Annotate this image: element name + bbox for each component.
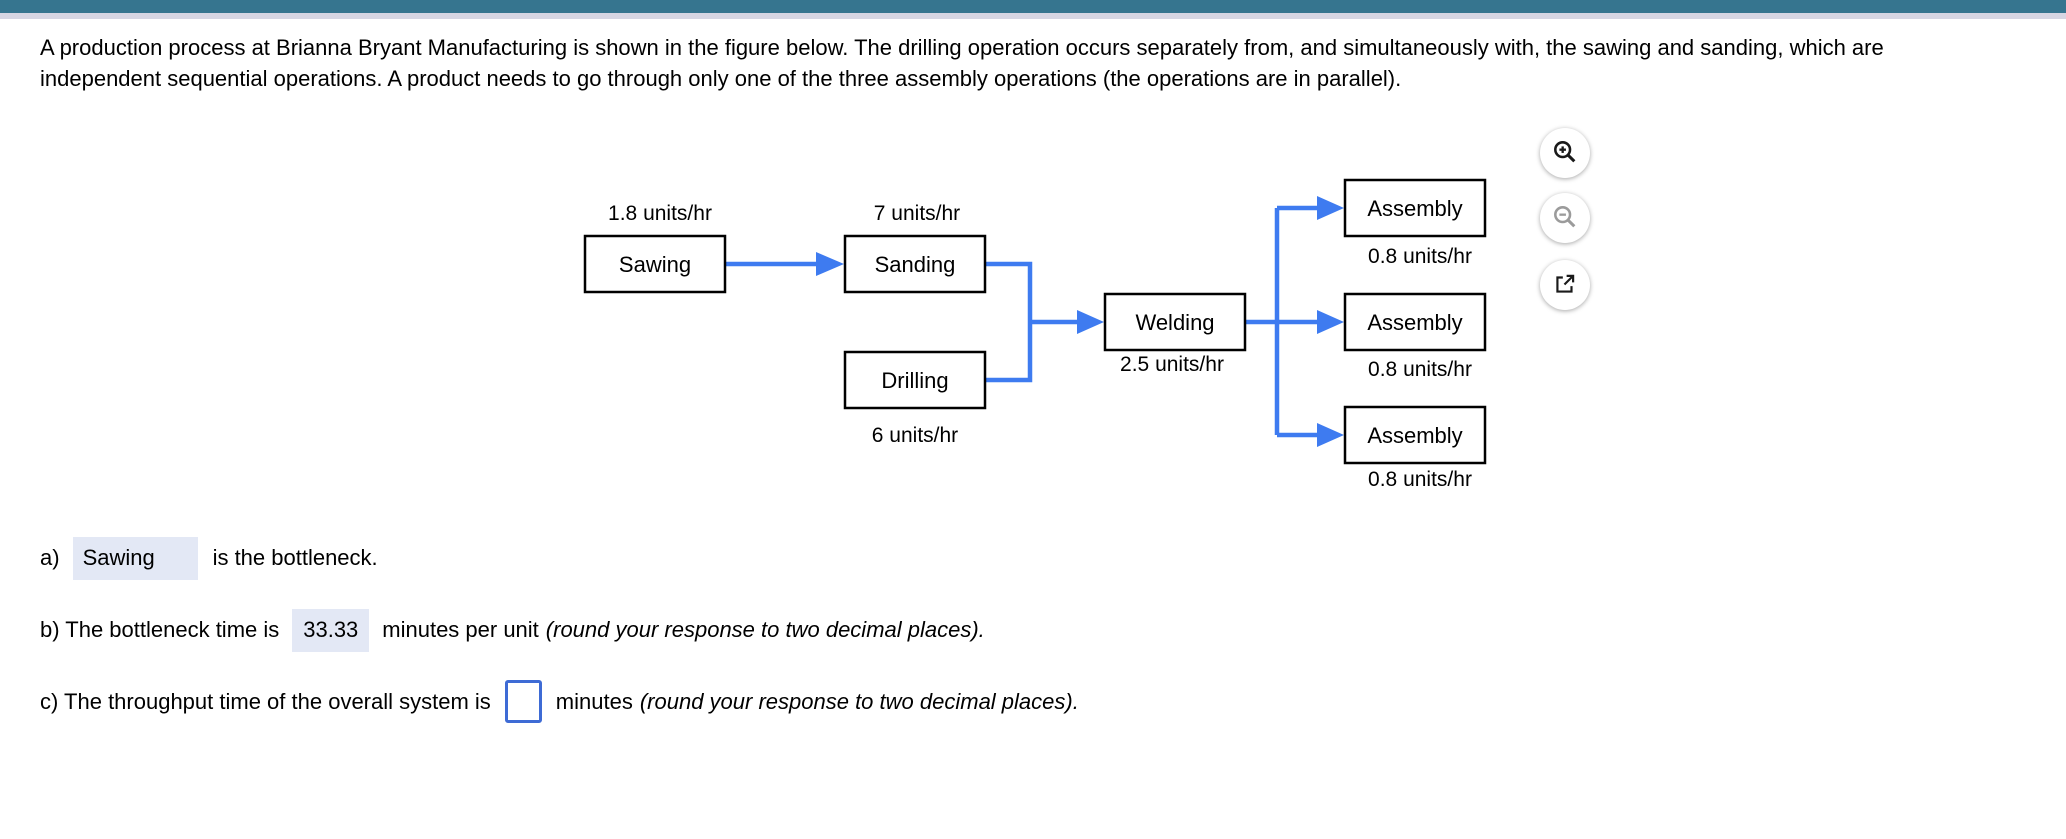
answer-b-field[interactable]: 33.33	[292, 608, 370, 652]
top-accent-bar	[0, 0, 2066, 13]
question-a-suffix: is the bottleneck.	[212, 545, 378, 570]
magnifier-plus-icon	[1551, 138, 1579, 169]
sanding-box	[843, 234, 987, 294]
box-labels: Sawing Sanding Drilling Welding Assembly…	[619, 196, 1463, 448]
answer-a-value: Sawing	[82, 545, 155, 570]
arrowhead-into-welding	[1077, 310, 1104, 334]
sawing-box	[583, 234, 727, 294]
arrowheads	[816, 196, 1344, 447]
assembly-middle-box	[1343, 292, 1487, 352]
question-c-after: minutes	[555, 688, 633, 714]
throughput-time-input[interactable]	[504, 680, 542, 723]
question-b-note: (round your response to two decimal plac…	[545, 617, 985, 642]
assembly-bottom-box	[1343, 405, 1487, 465]
assembly-bottom-label: Assembly	[1367, 423, 1462, 448]
arrowhead-into-sanding	[816, 252, 844, 276]
answer-a-field[interactable]: Sawing	[72, 536, 198, 580]
sawing-label: Sawing	[619, 252, 691, 277]
question-c-note: (round your response to two decimal plac…	[639, 688, 1079, 714]
assembly-top-box	[1343, 178, 1487, 238]
flow-connectors	[725, 205, 1320, 438]
question-a: a) Sawing is the bottleneck.	[40, 536, 378, 580]
problem-statement: A production process at Brianna Bryant M…	[40, 35, 1884, 91]
welding-label: Welding	[1135, 310, 1214, 335]
drilling-rate: 6 units/hr	[872, 424, 958, 447]
arrowhead-into-assembly-top	[1317, 196, 1344, 220]
assembly-middle-rate: 0.8 units/hr	[1368, 358, 1472, 381]
sanding-label: Sanding	[875, 252, 956, 277]
zoom-in-button[interactable]	[1540, 128, 1590, 178]
arrowhead-into-assembly-bottom	[1317, 423, 1344, 447]
assembly-middle-label: Assembly	[1367, 310, 1462, 335]
arrowhead-into-assembly-middle	[1317, 310, 1344, 334]
sawing-rate: 1.8 units/hr	[608, 202, 712, 225]
assembly-top-label: Assembly	[1367, 196, 1462, 221]
question-b: b) The bottleneck time is 33.33 minutes …	[40, 608, 985, 652]
process-boxes	[583, 178, 1487, 465]
top-bar-divider	[0, 13, 2066, 19]
assembly-top-rate: 0.8 units/hr	[1368, 245, 1472, 268]
welding-rate: 2.5 units/hr	[1120, 353, 1224, 376]
question-c: c) The throughput time of the overall sy…	[40, 679, 1079, 724]
drilling-box	[843, 350, 987, 410]
question-c-lead: c) The throughput time of the overall sy…	[40, 688, 491, 714]
assembly-bottom-rate: 0.8 units/hr	[1368, 468, 1472, 491]
open-in-new-window-icon	[1552, 271, 1578, 300]
question-b-lead: b) The bottleneck time is	[40, 617, 280, 642]
magnifier-minus-icon	[1551, 203, 1579, 234]
process-flow-diagram: Sawing Sanding Drilling Welding Assembly…	[583, 178, 1487, 491]
answer-b-value: 33.33	[303, 617, 359, 642]
welding-box	[1103, 292, 1247, 352]
rate-labels: 1.8 units/hr 7 units/hr 6 units/hr 2.5 u…	[608, 202, 1472, 491]
sanding-rate: 7 units/hr	[874, 202, 960, 225]
open-in-new-window-button[interactable]	[1540, 260, 1590, 310]
zoom-out-button[interactable]	[1540, 193, 1590, 243]
edge-merge-sanding-drilling	[985, 261, 1033, 383]
question-b-after: minutes per unit	[382, 617, 539, 642]
drilling-label: Drilling	[881, 368, 948, 393]
question-a-lead: a)	[40, 545, 60, 570]
